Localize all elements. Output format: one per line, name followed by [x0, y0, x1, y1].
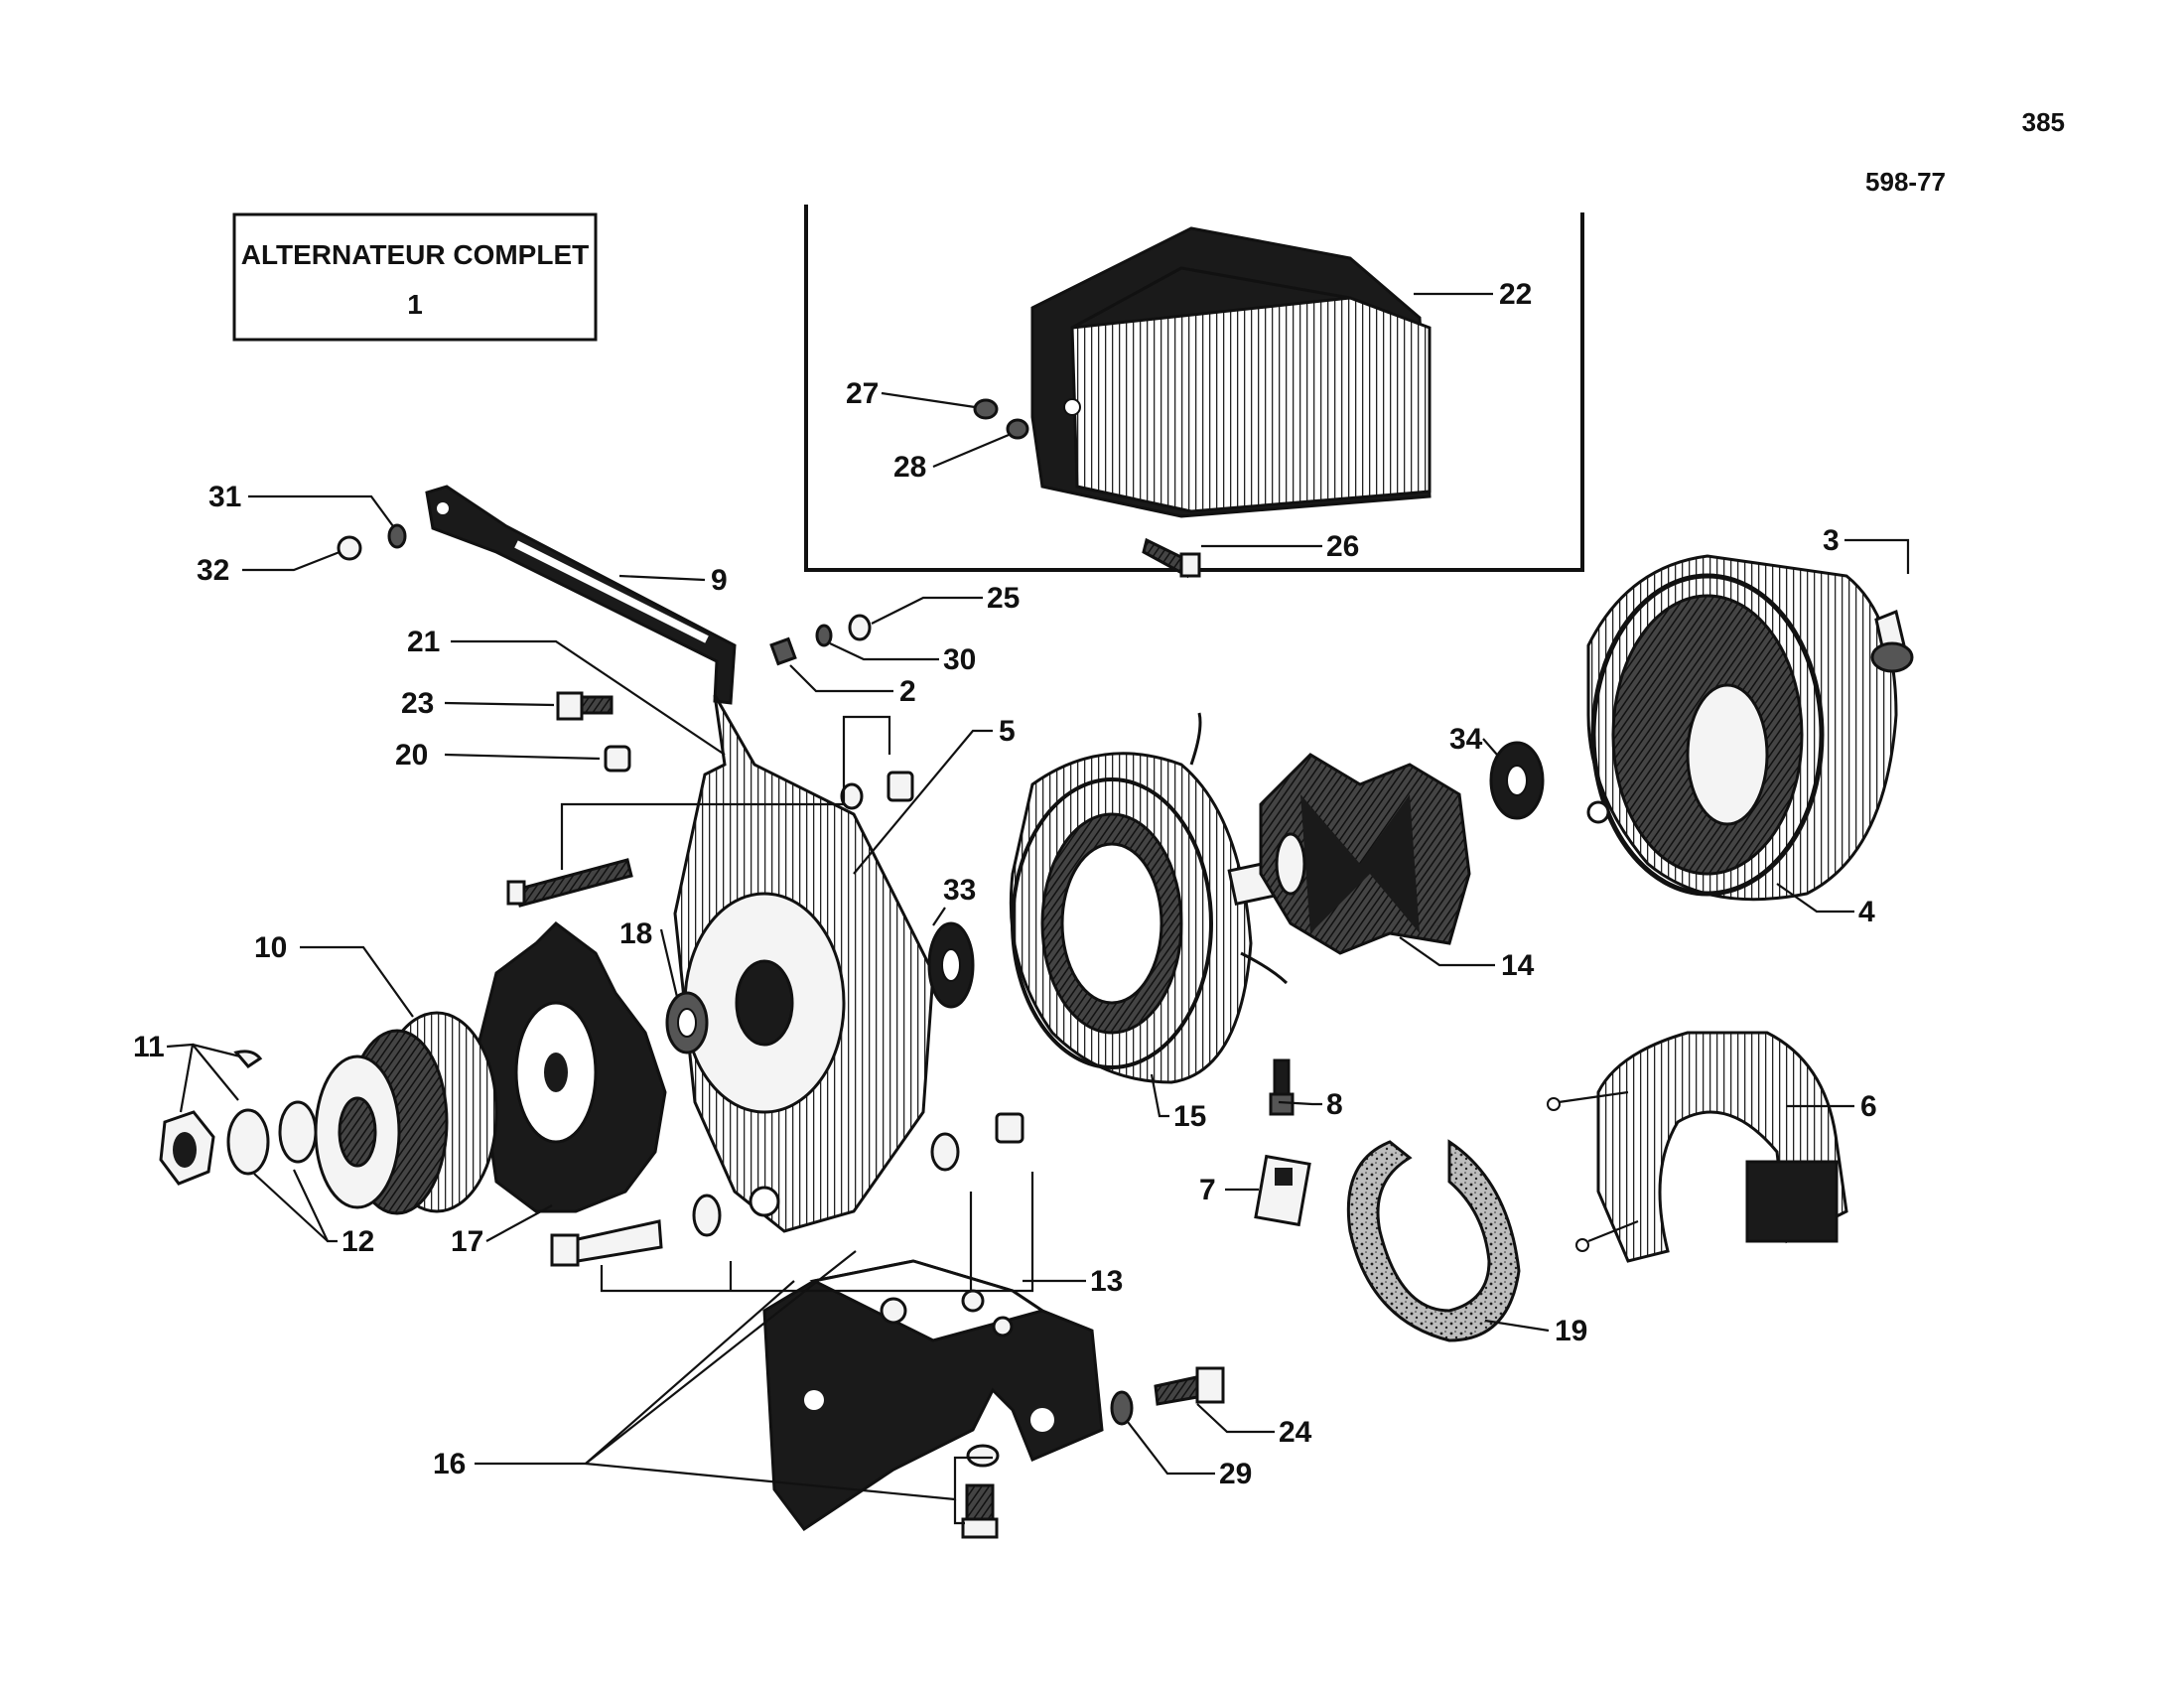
page-number: 385: [2022, 107, 2065, 137]
callout-28: 28: [893, 451, 926, 484]
reference-code: 598-77: [1865, 167, 1946, 197]
callout-16: 16: [433, 1448, 466, 1480]
drive-end-bracket: [673, 694, 935, 1233]
callout-31: 31: [208, 481, 241, 513]
bracket-nut: [337, 535, 362, 561]
callout-5: 5: [999, 715, 1016, 748]
callout-14: 14: [1501, 949, 1535, 982]
gasket: [1346, 1139, 1521, 1342]
regulator-box: [1030, 226, 1432, 518]
callout-15: 15: [1173, 1100, 1206, 1133]
callout-7: 7: [1199, 1174, 1216, 1206]
bracket-washer-low: [966, 1444, 1000, 1468]
terminal-screw: [1870, 609, 1914, 673]
through-bolt-nut: [887, 771, 914, 802]
hex-bolt: [1154, 1366, 1225, 1406]
callout-labels: 22 27 28 26 31 32 9 21 23 20 25 30 2 5 3…: [133, 278, 1877, 1490]
title-line-1: ALTERNATEUR COMPLET: [241, 239, 590, 270]
slip-ring-end-bracket: [1586, 554, 1898, 902]
callout-27: 27: [846, 377, 879, 410]
callout-20: 20: [395, 739, 428, 772]
bracket-washer: [387, 523, 407, 549]
callout-3: 3: [1823, 524, 1840, 557]
callout-22: 22: [1499, 278, 1532, 311]
callout-17: 17: [451, 1225, 483, 1258]
brush-block: [1254, 1154, 1311, 1227]
callout-32: 32: [197, 554, 229, 587]
callout-19: 19: [1555, 1315, 1587, 1347]
title-box: ALTERNATEUR COMPLET 1: [232, 212, 598, 342]
rear-bearing: [1489, 741, 1545, 820]
title-line-2: 1: [407, 289, 423, 320]
lock-washer: [815, 624, 833, 647]
callout-13: 13: [1090, 1265, 1123, 1298]
mounting-bracket: [762, 1259, 1104, 1532]
callout-11: 11: [133, 1031, 165, 1063]
callout-26: 26: [1326, 530, 1359, 563]
through-bolt-washer: [840, 782, 864, 810]
rotor: [1227, 753, 1471, 955]
drive-bearing: [927, 921, 975, 1009]
spacer-washer: [692, 1194, 722, 1237]
callout-6: 6: [1860, 1090, 1877, 1123]
callout-18: 18: [619, 917, 652, 950]
bracket-screw: [961, 1483, 999, 1539]
callout-34: 34: [1449, 723, 1483, 756]
woodruff-key: [233, 1050, 263, 1068]
through-bolt: [506, 858, 633, 908]
cooling-fan: [475, 921, 667, 1213]
callout-12: 12: [341, 1225, 374, 1258]
hex-nut-small: [848, 614, 872, 641]
callout-30: 30: [943, 643, 976, 676]
regulator-nut: [973, 398, 999, 420]
callout-9: 9: [711, 564, 728, 597]
brush-holder: [1547, 1031, 1848, 1263]
callout-33: 33: [943, 874, 976, 907]
callout-29: 29: [1219, 1458, 1252, 1490]
pulley-nut: [159, 1110, 215, 1186]
square-nut: [769, 636, 797, 666]
callout-10: 10: [254, 931, 287, 964]
mounting-nut: [995, 1112, 1024, 1144]
star-washer: [1110, 1390, 1134, 1426]
regulator-screw: [1142, 537, 1201, 579]
small-nut: [604, 745, 631, 773]
callout-2: 2: [899, 675, 916, 708]
stator: [1009, 712, 1289, 1084]
short-bolt: [556, 691, 614, 721]
front-bearing: [665, 991, 709, 1055]
pivot-bolt: [550, 1219, 663, 1267]
carbon-brush: [1269, 1058, 1295, 1116]
callout-24: 24: [1279, 1416, 1312, 1449]
adjusting-bracket: [425, 485, 737, 705]
mounting-washer: [930, 1132, 960, 1172]
callout-21: 21: [407, 626, 440, 658]
pulley: [314, 1011, 498, 1215]
pulley-washer-outer: [278, 1100, 318, 1164]
callout-4: 4: [1858, 896, 1875, 928]
pulley-washer-inner: [226, 1108, 270, 1176]
leader-lines: [166, 292, 1910, 1525]
callout-25: 25: [987, 582, 1020, 615]
regulator-washer: [1006, 418, 1029, 440]
callout-23: 23: [401, 687, 434, 720]
callout-8: 8: [1326, 1088, 1343, 1121]
